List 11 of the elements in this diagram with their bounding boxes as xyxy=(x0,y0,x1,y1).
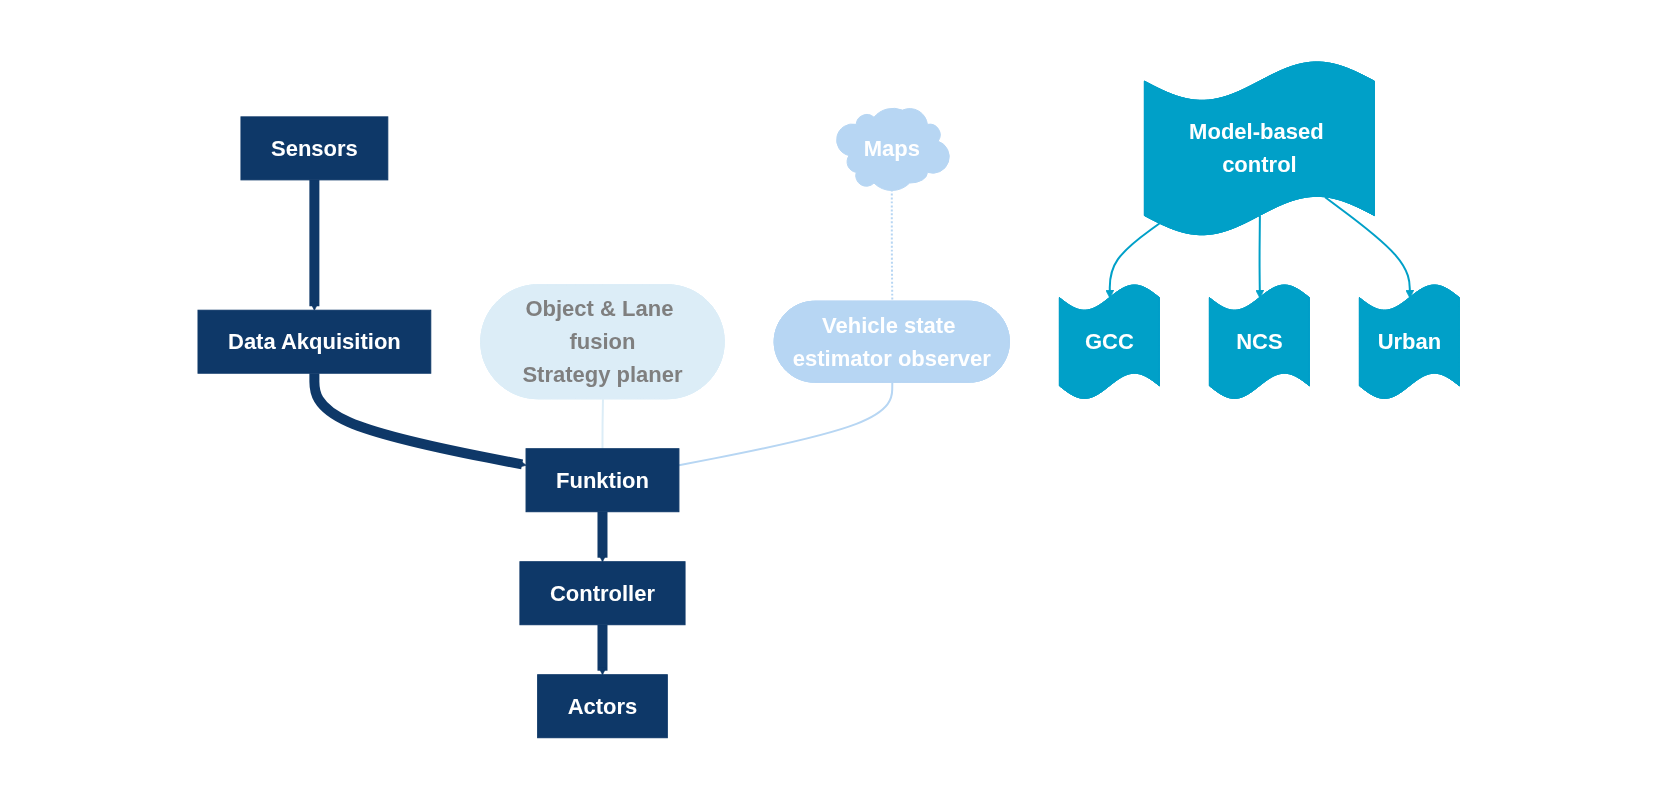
node-box: Actors xyxy=(536,673,668,738)
connector xyxy=(677,381,894,466)
node-box: Controller xyxy=(519,560,686,625)
arrow xyxy=(597,623,608,675)
arrow xyxy=(597,510,608,562)
arrow xyxy=(309,179,320,311)
node-box: Sensors xyxy=(240,116,389,180)
connector xyxy=(601,397,604,450)
arrow xyxy=(309,372,527,469)
node-box: Funktion xyxy=(525,447,680,512)
node-box: Data Akquisition xyxy=(197,309,432,374)
